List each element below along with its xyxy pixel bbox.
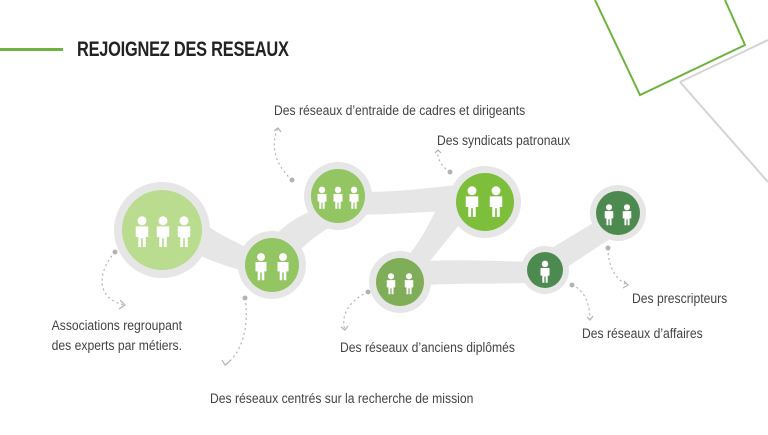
label-cadres-dirigeants: Des réseaux d’entraide de cadres et diri…: [274, 103, 526, 118]
arrow-endpoints: [112, 169, 611, 301]
label-prescripteurs: Des prescripteurs: [632, 291, 728, 306]
label-associations: Associations regroupant des experts par …: [38, 316, 182, 356]
node-anciens-diplomes: [376, 258, 424, 306]
label-anciens-diplomes: Des réseaux d’anciens diplômés: [340, 340, 515, 355]
node-prescripteurs: [596, 191, 640, 235]
title-accent-bar: [0, 48, 63, 51]
node-recherche-mission: [245, 238, 299, 292]
label-associations-line2: des experts par métiers.: [51, 338, 183, 353]
dotted-arrows: [101, 127, 629, 366]
arrow-heads: [118, 127, 629, 366]
label-associations-line1: Associations regroupant: [51, 318, 182, 333]
node-syndicats: [456, 173, 514, 231]
page-title: REJOIGNEZ DES RESEAUX: [77, 38, 289, 61]
label-recherche-mission: Des réseaux centrés sur la recherche de …: [210, 391, 474, 406]
label-affaires: Des réseaux d’affaires: [582, 326, 703, 341]
label-syndicats: Des syndicats patronaux: [437, 133, 571, 148]
corner-decoration: [594, 0, 768, 183]
